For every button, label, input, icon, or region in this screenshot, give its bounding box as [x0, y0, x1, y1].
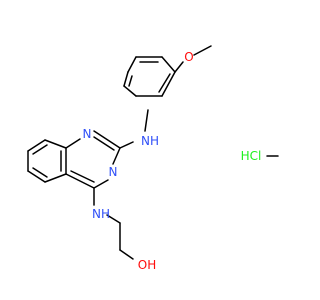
bond	[127, 56, 137, 73]
bond	[93, 179, 109, 189]
bond	[123, 71, 129, 87]
bond	[161, 56, 176, 73]
bond	[144, 109, 149, 132]
bond	[158, 73, 171, 93]
bond	[44, 173, 67, 183]
ring-nitrogen-3-label: N	[109, 165, 118, 179]
bond	[65, 138, 81, 149]
bonds	[27, 45, 279, 260]
methoxy-oxygen-label: O	[184, 50, 193, 64]
bond	[193, 45, 212, 56]
structure-diagram: O NH N N NH OH HCl	[27, 45, 279, 272]
bond	[27, 170, 46, 183]
bond	[128, 75, 133, 87]
bond	[161, 71, 176, 97]
bond	[112, 147, 121, 165]
aryl-amine-label: NH	[141, 134, 159, 148]
alkyl-amine-label: NH	[92, 207, 110, 221]
bond	[174, 61, 184, 73]
bond	[93, 130, 121, 149]
bond	[93, 136, 115, 151]
hydrochloride-label: HCl	[241, 149, 262, 163]
bond	[123, 85, 137, 97]
bond	[27, 139, 46, 152]
bond	[106, 214, 121, 224]
atom-labels: O NH N N NH OH HCl	[83, 50, 262, 272]
bond	[32, 144, 48, 155]
bond	[65, 173, 95, 189]
hydroxyl-label: OH	[138, 258, 156, 272]
bond	[119, 141, 134, 149]
bond	[70, 170, 95, 183]
bond	[44, 139, 67, 149]
bond	[32, 167, 48, 178]
bond	[119, 249, 134, 260]
ring-nitrogen-1-label: N	[83, 127, 92, 141]
